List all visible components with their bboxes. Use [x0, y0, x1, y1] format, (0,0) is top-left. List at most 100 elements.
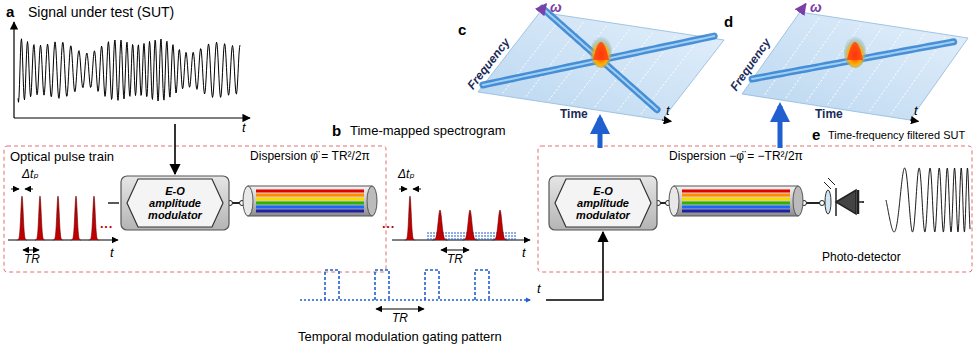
gate-window [425, 270, 439, 300]
fiber-body [674, 186, 798, 216]
dispersive-fiber: Dispersion −φ̈ = −TR²/2π [668, 150, 804, 230]
dispersive-fiber: Dispersion φ̈ = TR²/2π [242, 150, 378, 230]
figure-label: Δtₚ [22, 168, 39, 181]
optical-pulse [71, 196, 81, 240]
peak [593, 42, 609, 60]
gate-window [325, 270, 339, 300]
figure-label: ··· [382, 220, 395, 234]
optical-pulse [462, 210, 478, 240]
signal-ridge-highlight [483, 36, 714, 85]
spectral-slice [512, 232, 513, 240]
figure-label: TR [24, 253, 40, 266]
panel-letter: c [458, 22, 466, 39]
gating-pattern [300, 232, 603, 309]
signal-feed-arrow [174, 124, 176, 174]
modulator-box: E-O amplitude modulator [120, 175, 230, 231]
spectral-band [682, 190, 790, 193]
spectral-slice [476, 232, 477, 240]
photodetector: Photo-detector [822, 176, 906, 264]
fiber-end [793, 186, 803, 216]
spectral-band [682, 194, 790, 197]
width-arrow [25, 189, 33, 190]
modulator-crystal [555, 179, 651, 227]
width-arrow [11, 189, 19, 190]
figure-label: t [914, 104, 918, 118]
fiber-end [367, 186, 377, 216]
spectral-slice [434, 232, 435, 240]
time-axis [662, 120, 671, 121]
y-axis [13, 22, 14, 118]
spectral-slice [491, 232, 492, 240]
spectral-band [256, 198, 364, 201]
figure-label: Time [560, 108, 588, 121]
device-label: Photo-detector [822, 251, 901, 264]
modulator-housing [121, 176, 229, 230]
frequency-axis [540, 4, 546, 12]
time-axis [300, 299, 530, 300]
fiber-end [669, 186, 679, 216]
figure-label: ω [550, 0, 562, 15]
figure-label: ω [810, 0, 822, 15]
panel-letter: d [724, 14, 733, 31]
mapping-arrow [778, 106, 783, 148]
figure-label: t [110, 246, 114, 260]
figure-label: Signal under test (SUT) [28, 5, 174, 20]
spectral-slice [449, 232, 450, 240]
fiber-connector [820, 201, 825, 206]
spectral-slice [461, 232, 462, 240]
spectral-slice [488, 232, 489, 240]
device-label: E-O amplitude modulator [568, 185, 638, 221]
spectral-slice [506, 232, 507, 240]
peak [590, 36, 612, 68]
figure-label: Time [815, 108, 843, 121]
grid-line [765, 18, 820, 95]
optical-pulse [17, 196, 27, 240]
spectral-band [256, 206, 364, 209]
optical-pulse [405, 196, 415, 240]
spectral-slice [428, 232, 429, 240]
panel-letter: a [6, 4, 14, 21]
modulator-box: E-O amplitude modulator [548, 175, 658, 231]
time-axis [910, 120, 918, 121]
modulator-housing [549, 176, 657, 230]
peak [844, 36, 866, 68]
spectral-band [682, 210, 790, 213]
peak [847, 42, 863, 60]
spectrogram-train [392, 189, 530, 250]
dispersion-label: Dispersion −φ̈ = −TR²/2π [668, 150, 804, 163]
gate-window [375, 270, 389, 300]
fiber-body [248, 186, 372, 216]
spectrogram-floor [742, 12, 968, 120]
chirped-signal [886, 168, 970, 232]
spectral-slice [464, 232, 465, 240]
spectral-slice [494, 232, 495, 240]
grid-line [786, 21, 841, 98]
figure-label: TR [392, 312, 408, 325]
figure-label: ··· [100, 220, 113, 234]
fiber-end [243, 186, 253, 216]
optical-pulse [35, 196, 45, 240]
mapping-arrow [598, 118, 603, 148]
input-lead [108, 202, 119, 204]
optical-pulse [89, 196, 99, 240]
gate-feed-arrow [546, 232, 603, 300]
period-arrow [376, 309, 424, 310]
frequency-axis [800, 4, 806, 12]
photodiode [824, 178, 864, 216]
spectral-band [256, 202, 364, 205]
figure-label: Time-mapped spectrogram [350, 124, 506, 138]
spectral-slice [479, 232, 480, 240]
width-arrow [413, 189, 421, 190]
device-label: E-O amplitude modulator [140, 185, 210, 221]
spectrogram-floor [478, 12, 724, 120]
figure-label: Optical pulse train [10, 150, 114, 164]
stage-frame [4, 146, 386, 272]
time-axis [14, 117, 250, 118]
signal-ridge [483, 36, 714, 85]
optical-pulse [432, 210, 448, 240]
figure-label: t [522, 246, 526, 260]
spectral-band [682, 202, 790, 205]
panel-letter: b [332, 123, 341, 140]
spectral-band [256, 190, 364, 193]
spectral-slice [458, 232, 459, 240]
